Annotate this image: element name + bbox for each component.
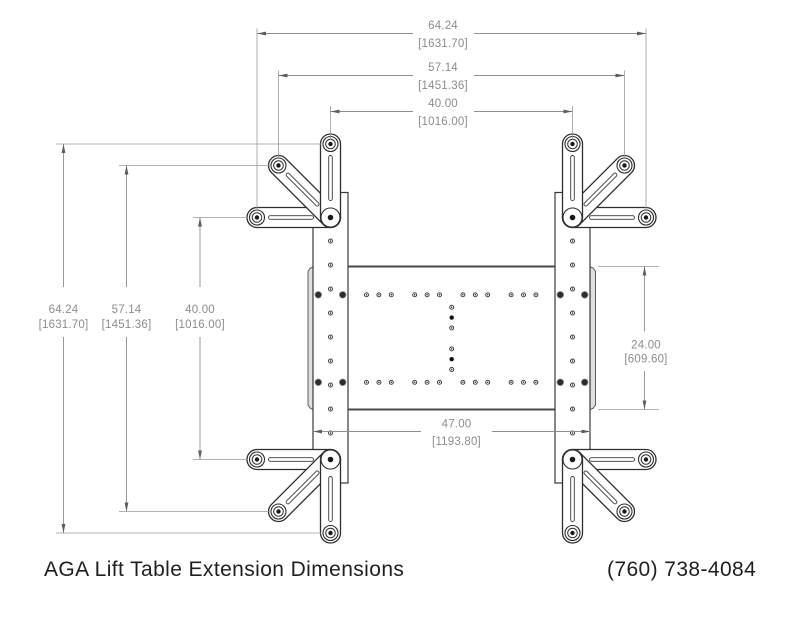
dim-left-overall-inches: 64.24 [49, 304, 79, 316]
dim-right-platform-depth: 24.00 [609.60] [624, 266, 667, 410]
dim-top-diagonal-inches: 57.14 [428, 62, 458, 74]
lift-table-assembly [246, 133, 657, 544]
dim-bottom-rail-span-inches: 47.00 [442, 419, 472, 431]
dim-top-frame-mm: [1016.00] [418, 116, 468, 128]
extension-arms-bottom-right [557, 444, 657, 544]
dim-top-frame: 40.00 [1016.00] [330, 98, 573, 128]
dim-left-frame-inches: 40.00 [185, 304, 215, 316]
dimension-annotations: 64.24 [1631.70] 57.14 [1451.36] 40.00 [1… [39, 20, 667, 534]
dim-top-overall-inches: 64.24 [428, 20, 458, 32]
dim-top-diagonal-mm: [1451.36] [418, 80, 468, 92]
dim-left-frame-mm: [1016.00] [175, 319, 225, 331]
dim-top-overall-mm: [1631.70] [418, 38, 468, 50]
dim-top-frame-inches: 40.00 [428, 98, 458, 110]
rail-bolt-holes [314, 291, 589, 386]
platform-center-holes [449, 304, 455, 372]
dim-right-platform-depth-inches: 24.00 [631, 340, 661, 352]
extension-arms-top-left [246, 133, 346, 233]
dim-top-overall: 64.24 [1631.70] [257, 20, 646, 50]
extension-arms-top-right [557, 133, 657, 233]
dim-left-overall: 64.24 [1631.70] [39, 144, 89, 533]
dim-left-overall-mm: [1631.70] [39, 319, 89, 331]
dim-bottom-rail-span-mm: [1193.80] [432, 436, 481, 448]
platform-right-edge-strip [589, 266, 596, 411]
extension-arms-bottom-left [246, 444, 346, 544]
dim-bottom-rail-span: 47.00 [1193.80] [313, 419, 591, 448]
table-platform [345, 265, 558, 411]
dim-left-diagonal-inches: 57.14 [112, 304, 142, 316]
dim-right-platform-depth-mm: [609.60] [624, 354, 667, 366]
dim-top-diagonal: 57.14 [1451.36] [278, 62, 625, 92]
dim-left-frame: 40.00 [1016.00] [175, 217, 225, 460]
drawing-title: AGA Lift Table Extension Dimensions [44, 558, 404, 581]
dim-left-diagonal: 57.14 [1451.36] [102, 165, 152, 512]
phone-number: (760) 738-4084 [607, 558, 756, 581]
dim-left-diagonal-mm: [1451.36] [102, 319, 152, 331]
